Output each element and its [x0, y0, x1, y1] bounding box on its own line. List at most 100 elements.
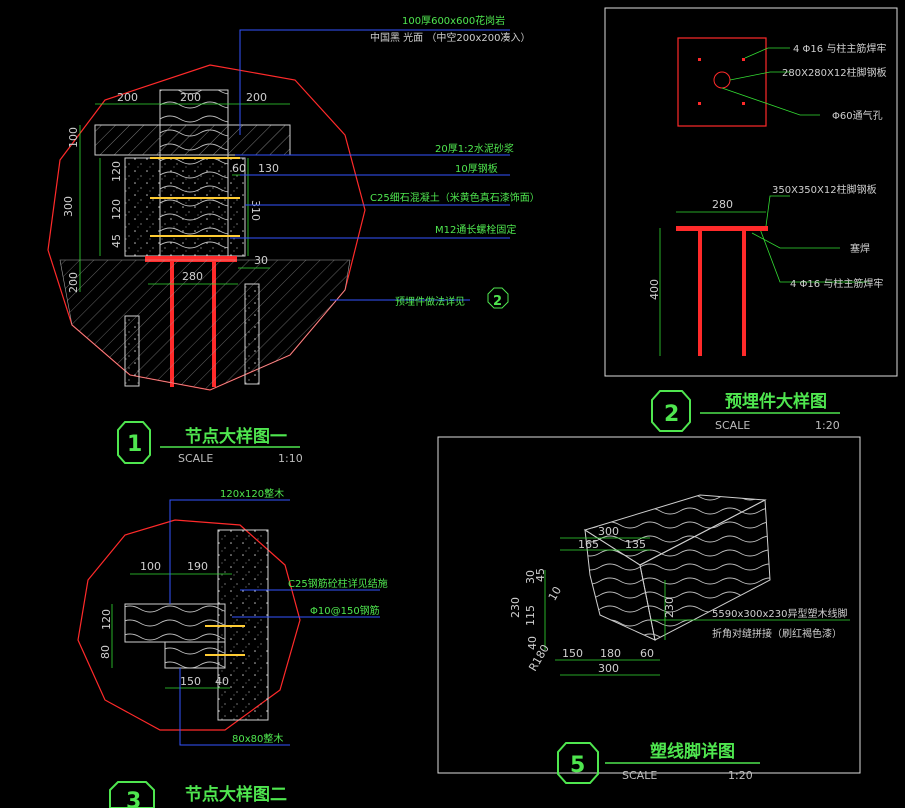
detail-5-group: 300 165 135 30 45 230 115 40 R180 150 18… [437, 436, 861, 784]
dim-label: 30 [254, 254, 268, 267]
dim-label: 120 [100, 609, 113, 630]
detail-3-group: 120x120整木 C25钢筋砼柱详见结施 Φ10@150钢筋 80x80整木 … [77, 487, 388, 808]
detail-2-leaders [721, 47, 870, 283]
dim-label: 45 [110, 234, 123, 248]
note-concrete: C25细石混凝土（米黄色真石漆饰面） [370, 191, 540, 204]
dim-label: 80 [99, 645, 112, 659]
dim-label: 60 [640, 647, 654, 660]
note-plate-side: 350X350X12柱脚钢板 [772, 183, 877, 196]
detail-2-plate-elev [676, 226, 768, 231]
dim-label: 40 [526, 636, 539, 650]
detail-2-number-badge [651, 390, 691, 432]
note-plate-top: 280X280X12柱脚钢板 [782, 66, 887, 79]
dim-label: 135 [625, 538, 646, 551]
detail-3-number: 3 [126, 789, 141, 808]
detail-2-scale-value: 1:20 [815, 419, 840, 432]
dim-label: 10 [546, 584, 564, 603]
dim-label: 230 [509, 597, 522, 618]
detail-3-title: 节点大样图二 [185, 784, 287, 805]
dim-label: 165 [578, 538, 599, 551]
note-concrete-3: C25钢筋砼柱详见结施 [288, 577, 388, 590]
detail-1-scale-label: SCALE [178, 452, 213, 465]
note-molding: 5590x300x230异型塑木线脚 [712, 607, 847, 620]
detail-3-clip-boundary [77, 519, 301, 731]
dim-label: 300 [598, 525, 619, 538]
dim-label: 60 [232, 162, 246, 175]
dim-label: 130 [258, 162, 279, 175]
note-molding-sub: 折角对缝拼接（刷红褐色漆） [712, 627, 842, 640]
detail-3-number-badge [109, 781, 155, 808]
detail-1-granite-cap [94, 124, 291, 156]
detail-5-frame [437, 436, 861, 774]
note-rebar-top: 4 Φ16 与柱主筋焊牢 [793, 42, 886, 55]
dim-label: 150 [180, 675, 201, 688]
note-bottom-wood: 80x80整木 [232, 732, 283, 745]
detail-1-group: 200 200 200 100 300 120 120 45 60 130 31… [47, 14, 540, 465]
detail-5-number: 5 [570, 753, 585, 778]
detail-1-scale-value: 1:10 [278, 452, 303, 465]
detail-5-molding-profile [584, 529, 656, 641]
dim-label: 200 [246, 91, 267, 104]
dim-label: 40 [215, 675, 229, 688]
detail-2-group: 4 Φ16 与柱主筋焊牢 280X280X12柱脚钢板 Φ60通气孔 350X3… [604, 7, 898, 432]
note-rebar-3: Φ10@150钢筋 [310, 604, 380, 617]
dim-label: 200 [67, 272, 80, 293]
note-top-wood: 120x120整木 [220, 487, 284, 500]
note-post-sub: 中国黑 光面 （中空200x200凑入） [370, 31, 530, 44]
detail-1-title: 节点大样图一 [185, 426, 287, 447]
detail-1-number: 1 [127, 432, 142, 457]
dim-label: 100 [67, 127, 80, 148]
dim-label: 100 [140, 560, 161, 573]
embed-ref-number: 2 [493, 294, 502, 309]
detail-3-rebars [205, 625, 245, 656]
detail-1-base-plate [145, 256, 237, 262]
detail-5-scale-value: 1:20 [728, 769, 753, 782]
detail-2-vent-hole [713, 71, 731, 89]
dim-label: 400 [648, 279, 661, 300]
note-vent: Φ60通气孔 [832, 109, 883, 122]
detail-1-concrete [124, 157, 246, 257]
dim-label: 115 [524, 605, 537, 626]
note-weld: 塞焊 [850, 242, 870, 255]
dim-label: 300 [598, 662, 619, 675]
note-embed-ref: 预埋件做法详见 [395, 295, 465, 308]
detail-5-scale-label: SCALE [622, 769, 657, 782]
note-post-size: 100厚600x600花岗岩 [402, 14, 505, 27]
dim-label: 150 [562, 647, 583, 660]
detail-1-number-badge [117, 421, 151, 464]
dim-label: 190 [187, 560, 208, 573]
detail-2-plate-plan [677, 37, 767, 127]
detail-5-dim-lines [544, 537, 850, 676]
detail-1-bolts [150, 157, 240, 237]
detail-1-footing-wall [124, 315, 140, 387]
detail-1-foundation [59, 259, 351, 391]
dim-label: 230 [663, 597, 676, 618]
detail-2-title: 预埋件大样图 [725, 391, 827, 412]
dim-label: 45 [534, 568, 547, 582]
detail-2-frame [604, 7, 898, 377]
dim-label: 120 [110, 161, 123, 182]
detail-2-rebar-dots [698, 58, 745, 105]
note-mortar: 20厚1:2水泥砂浆 [435, 142, 514, 155]
dim-label: 300 [62, 196, 75, 217]
note-plate: 10厚钢板 [455, 162, 498, 175]
detail-2-number: 2 [664, 402, 679, 427]
detail-3-top-wood [124, 603, 226, 643]
dim-label: 180 [600, 647, 621, 660]
detail-2-dim-lines [659, 195, 840, 356]
note-bolt: M12通长螺栓固定 [435, 223, 516, 236]
detail-5-title: 塑线脚详图 [650, 741, 735, 762]
dim-label: 280 [182, 270, 203, 283]
detail-1-footing-wall [244, 283, 260, 385]
detail-5-number-badge [557, 742, 599, 784]
detail-3-dim-lines [111, 573, 232, 689]
detail-2-bar [742, 231, 746, 356]
detail-1-leaders [230, 29, 510, 301]
note-rebar-side: 4 Φ16 与柱主筋焊牢 [790, 277, 883, 290]
detail-3-leaders [169, 499, 380, 746]
dim-label: 280 [712, 198, 733, 211]
dim-label: 200 [180, 91, 201, 104]
dim-label: 30 [524, 570, 537, 584]
dim-label: 200 [117, 91, 138, 104]
